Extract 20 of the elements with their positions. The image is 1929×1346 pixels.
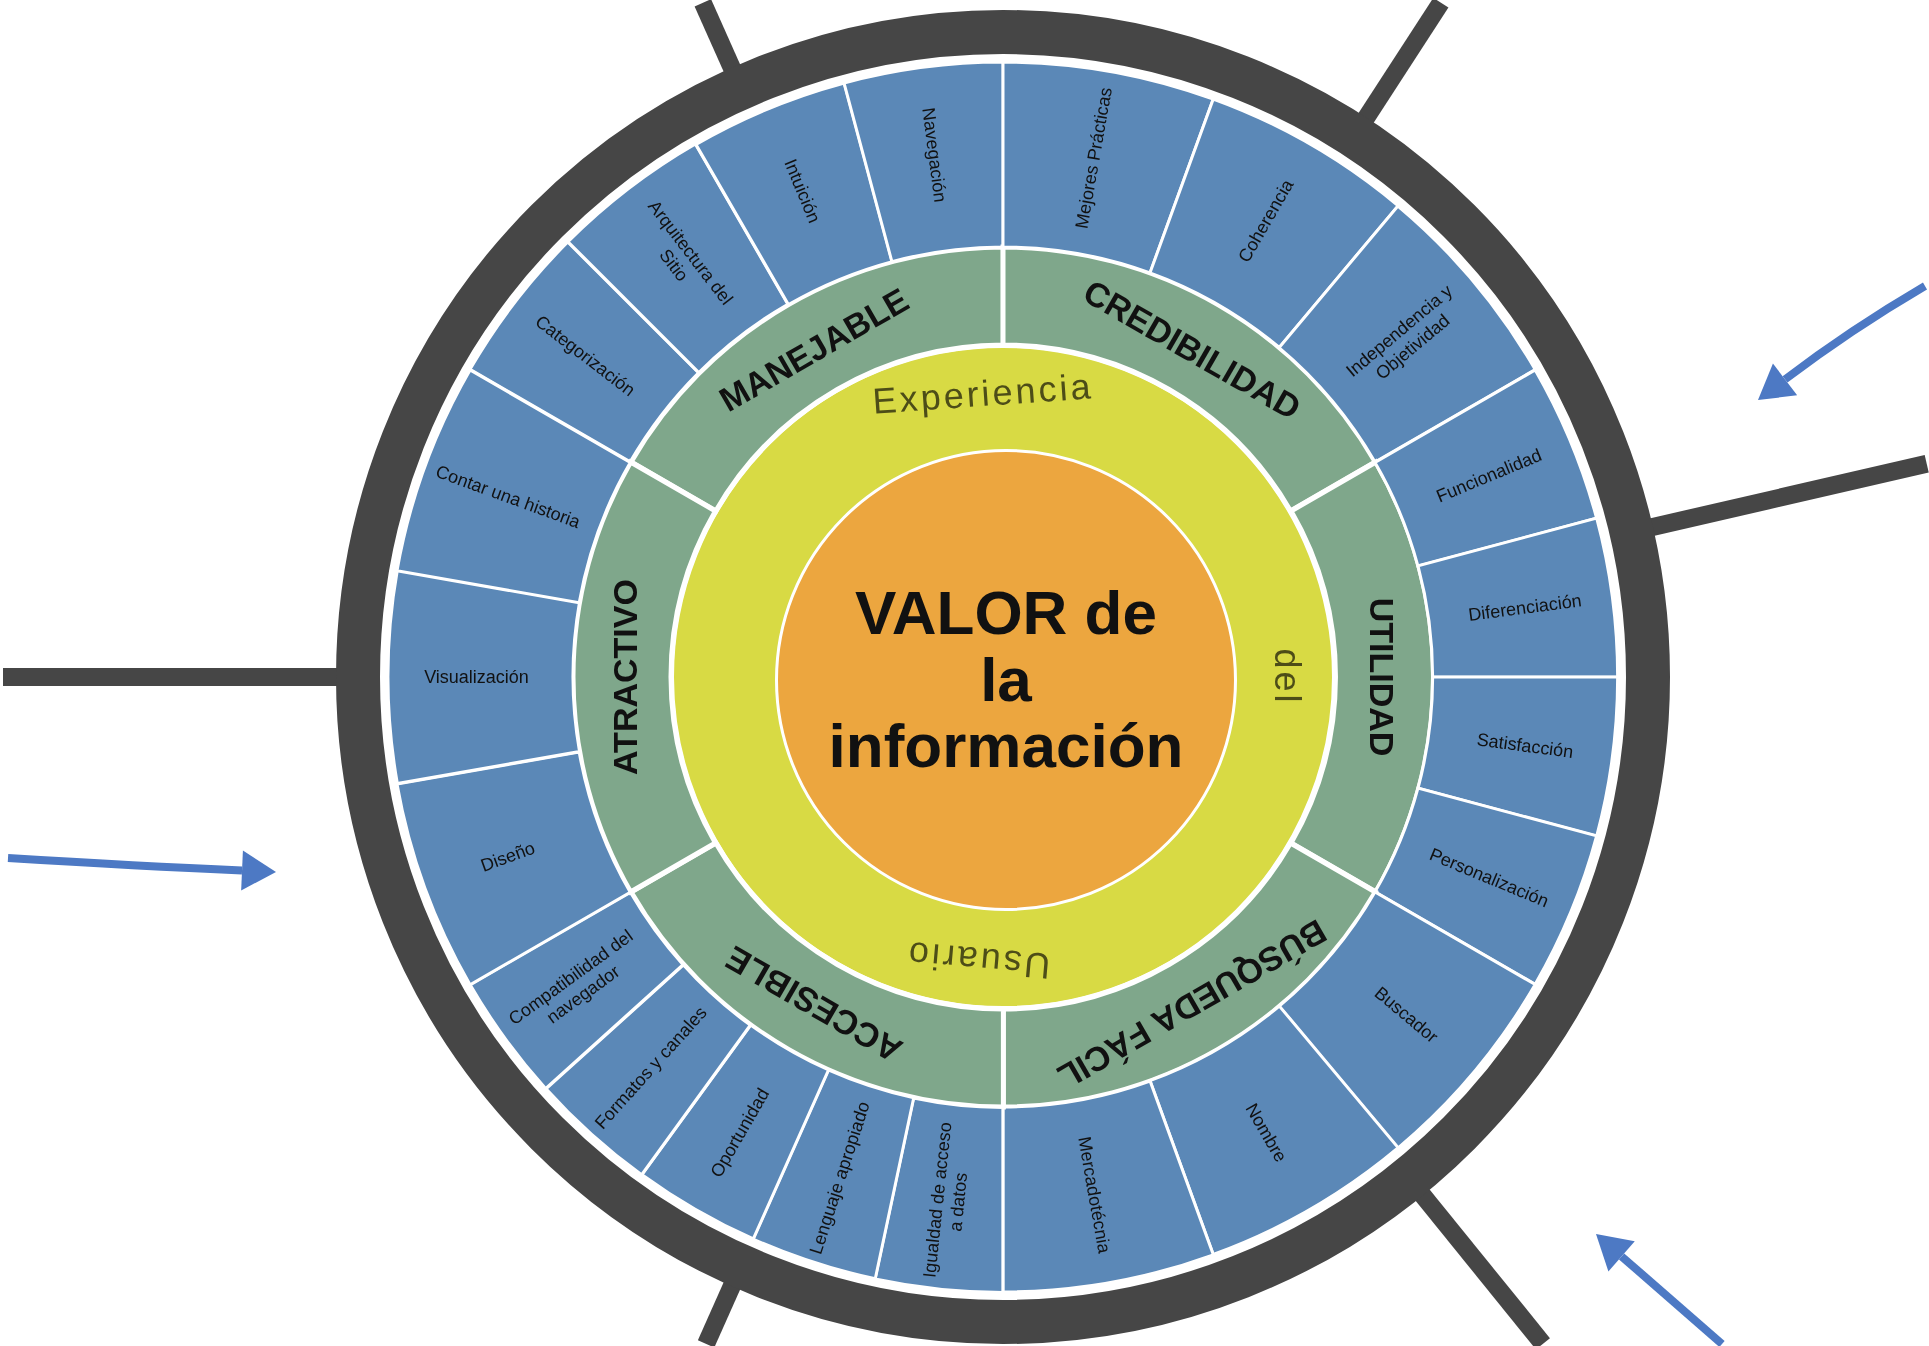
item-segment (875, 1097, 1003, 1292)
category-label: ATRACTIVO (605, 579, 645, 775)
ring-label: Usuario (904, 932, 1053, 988)
ring-label: del (1266, 648, 1308, 706)
item-segment (1003, 1081, 1214, 1292)
item-segment (843, 62, 1003, 262)
item-label: Satisfacción (1474, 728, 1576, 764)
item-label: Diseño (477, 836, 539, 878)
item-segment (1418, 677, 1618, 837)
center-title: VALOR de la información (827, 579, 1185, 781)
category-label: UTILIDAD (1361, 597, 1401, 757)
item-segment (1003, 62, 1214, 273)
item-segment (1375, 788, 1598, 985)
item-label: Visualización (423, 666, 530, 688)
item-segment (388, 570, 580, 784)
item-label: Navegación (917, 105, 952, 206)
item-label: Mejores Prácticas (1070, 85, 1118, 233)
item-label: Igualdad de acceso a datos (918, 1119, 972, 1281)
item-label: Diferenciación (1466, 589, 1584, 628)
item-segment (1418, 517, 1618, 677)
